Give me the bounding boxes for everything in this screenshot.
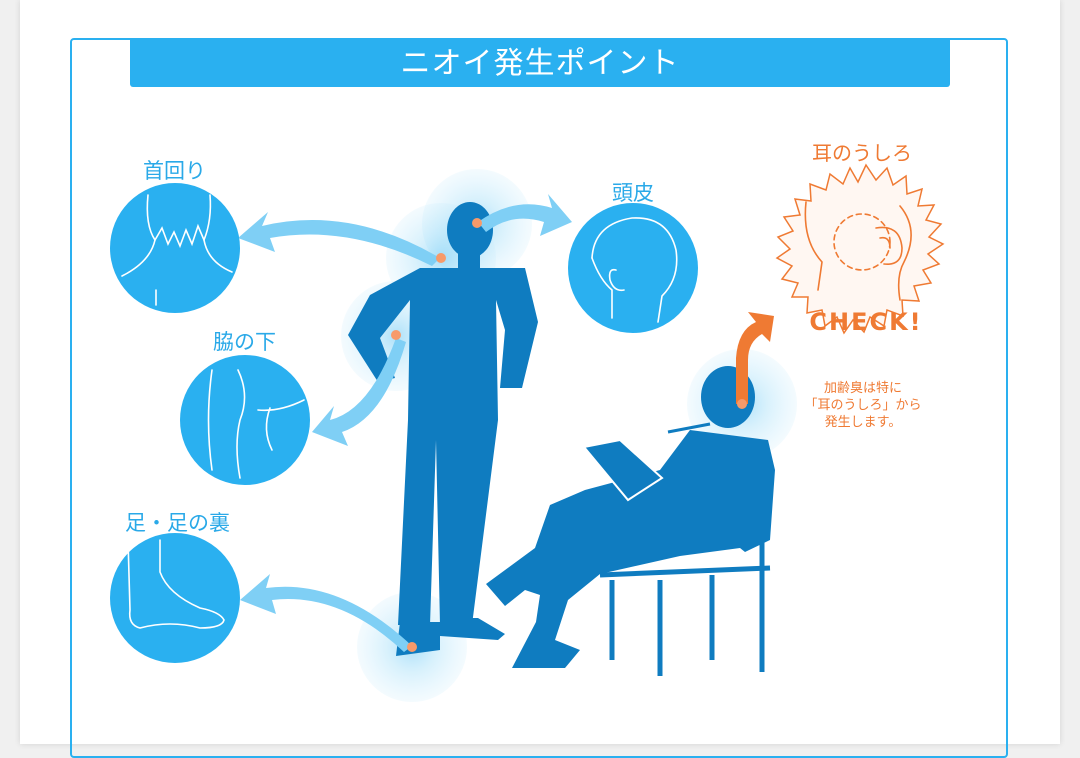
check-arrow bbox=[736, 312, 774, 404]
neck-label: 首回り bbox=[143, 159, 206, 183]
note-line-2: 「耳のうしろ」から bbox=[804, 398, 922, 413]
aging-odor-note: 加齢臭は特に 「耳のうしろ」から 発生します。 bbox=[798, 380, 928, 431]
armpit-icon bbox=[180, 355, 310, 485]
armpit-label: 脇の下 bbox=[213, 330, 276, 354]
scalp-label: 頭皮 bbox=[612, 181, 654, 205]
check-stamp-icon: CHECK! bbox=[775, 163, 945, 336]
neck-icon bbox=[110, 183, 240, 313]
scalp-icon bbox=[568, 203, 698, 333]
seated-man-silhouette bbox=[486, 366, 775, 668]
feet-label: 足・足の裏 bbox=[125, 511, 230, 535]
note-line-3: 発生します。 bbox=[824, 415, 902, 430]
odor-point-dots bbox=[391, 218, 747, 652]
standing-man-silhouette bbox=[348, 202, 538, 656]
page-title: ニオイ発生ポイント bbox=[130, 40, 950, 87]
behind-ear-label: 耳のうしろ bbox=[812, 141, 912, 165]
check-stamp-text: CHECK! bbox=[809, 308, 922, 336]
foot-icon bbox=[110, 533, 240, 663]
chair bbox=[599, 530, 771, 676]
arrows bbox=[238, 194, 572, 652]
note-line-1: 加齢臭は特に bbox=[823, 381, 902, 396]
